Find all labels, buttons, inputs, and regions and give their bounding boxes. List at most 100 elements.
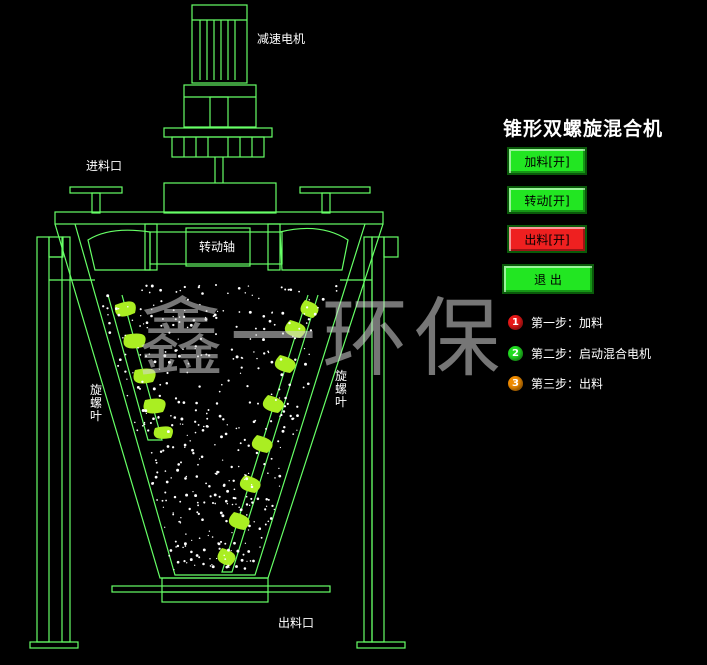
particle xyxy=(231,503,234,506)
particle xyxy=(245,495,248,498)
particle xyxy=(144,409,148,413)
particle xyxy=(141,409,145,412)
particle xyxy=(156,499,159,501)
particle xyxy=(216,310,219,313)
particle xyxy=(207,409,210,411)
particle xyxy=(249,560,252,562)
particle xyxy=(136,429,139,432)
particle xyxy=(194,431,197,434)
particle xyxy=(197,504,200,507)
rotate-button[interactable]: 转动[开] xyxy=(507,186,587,214)
particle xyxy=(155,461,158,464)
particle xyxy=(171,424,174,427)
particle xyxy=(296,405,299,408)
particle xyxy=(191,448,194,452)
particle xyxy=(206,425,209,428)
particle xyxy=(274,399,277,401)
particle xyxy=(313,312,317,316)
particle xyxy=(219,511,223,515)
particle xyxy=(227,564,230,567)
step-1-text: 第一步：加料 xyxy=(531,316,604,330)
particle xyxy=(165,499,167,502)
particle xyxy=(215,557,218,560)
particle xyxy=(233,541,236,545)
particle xyxy=(235,565,238,568)
particle xyxy=(157,416,160,419)
particle xyxy=(244,542,247,544)
particle xyxy=(239,442,242,445)
particle xyxy=(281,311,285,315)
particle xyxy=(208,530,211,532)
particle xyxy=(230,348,234,351)
particle xyxy=(211,563,213,566)
particle xyxy=(235,427,238,430)
particle xyxy=(260,536,263,539)
particle xyxy=(201,428,205,432)
particle xyxy=(184,545,187,547)
particle xyxy=(197,286,200,289)
step-3: 3 第三步：出料 xyxy=(508,375,603,392)
particle xyxy=(248,524,251,528)
shaft-label: 转动轴 xyxy=(199,240,236,254)
particle xyxy=(335,284,338,288)
particle xyxy=(134,421,136,424)
particle xyxy=(107,314,109,316)
particle xyxy=(199,303,201,306)
particle xyxy=(232,479,235,483)
particle xyxy=(171,446,175,449)
particle xyxy=(172,315,174,318)
particle xyxy=(145,284,148,287)
particle xyxy=(160,324,163,327)
particle xyxy=(270,360,274,364)
particle xyxy=(211,501,215,505)
particle xyxy=(177,463,180,466)
particle xyxy=(126,378,128,380)
particle xyxy=(307,318,311,321)
particle xyxy=(309,329,313,332)
particle xyxy=(247,529,250,531)
particle xyxy=(145,412,148,415)
particle xyxy=(150,314,153,318)
outlet-label: 出料口 xyxy=(278,616,315,630)
particle xyxy=(172,323,175,327)
particle xyxy=(187,362,190,365)
particle xyxy=(174,540,177,543)
particle xyxy=(166,445,170,448)
particle xyxy=(195,554,199,557)
particle xyxy=(173,495,177,499)
particle xyxy=(137,346,139,349)
particle xyxy=(117,307,120,310)
particle xyxy=(183,542,187,546)
particle xyxy=(232,358,235,360)
particle xyxy=(178,320,181,324)
coupling xyxy=(163,127,273,138)
exit-button[interactable]: 退 出 xyxy=(502,264,594,294)
particle xyxy=(167,360,171,364)
particle xyxy=(279,446,282,449)
particle xyxy=(168,554,171,557)
feed-button[interactable]: 加料[开] xyxy=(507,147,587,175)
particle xyxy=(108,321,111,325)
particle xyxy=(170,477,172,479)
particle xyxy=(233,488,236,491)
gearbox xyxy=(183,84,257,128)
particle xyxy=(214,502,217,505)
step-1-badge: 1 xyxy=(508,315,523,330)
particle xyxy=(278,388,281,391)
particle xyxy=(218,414,222,418)
particle xyxy=(205,353,208,356)
particle xyxy=(253,521,255,523)
particle xyxy=(264,508,267,511)
top-housing xyxy=(163,182,277,214)
particle xyxy=(289,414,292,418)
discharge-button[interactable]: 出料[开] xyxy=(507,225,587,253)
particle xyxy=(149,421,152,425)
particle xyxy=(247,472,250,475)
particle xyxy=(172,309,175,312)
particle xyxy=(185,562,188,564)
particle xyxy=(124,334,126,337)
step-2: 2 第二步：启动混合电机 xyxy=(508,345,651,362)
particle xyxy=(174,397,178,400)
step-3-badge: 3 xyxy=(508,376,523,391)
particle xyxy=(183,559,186,563)
